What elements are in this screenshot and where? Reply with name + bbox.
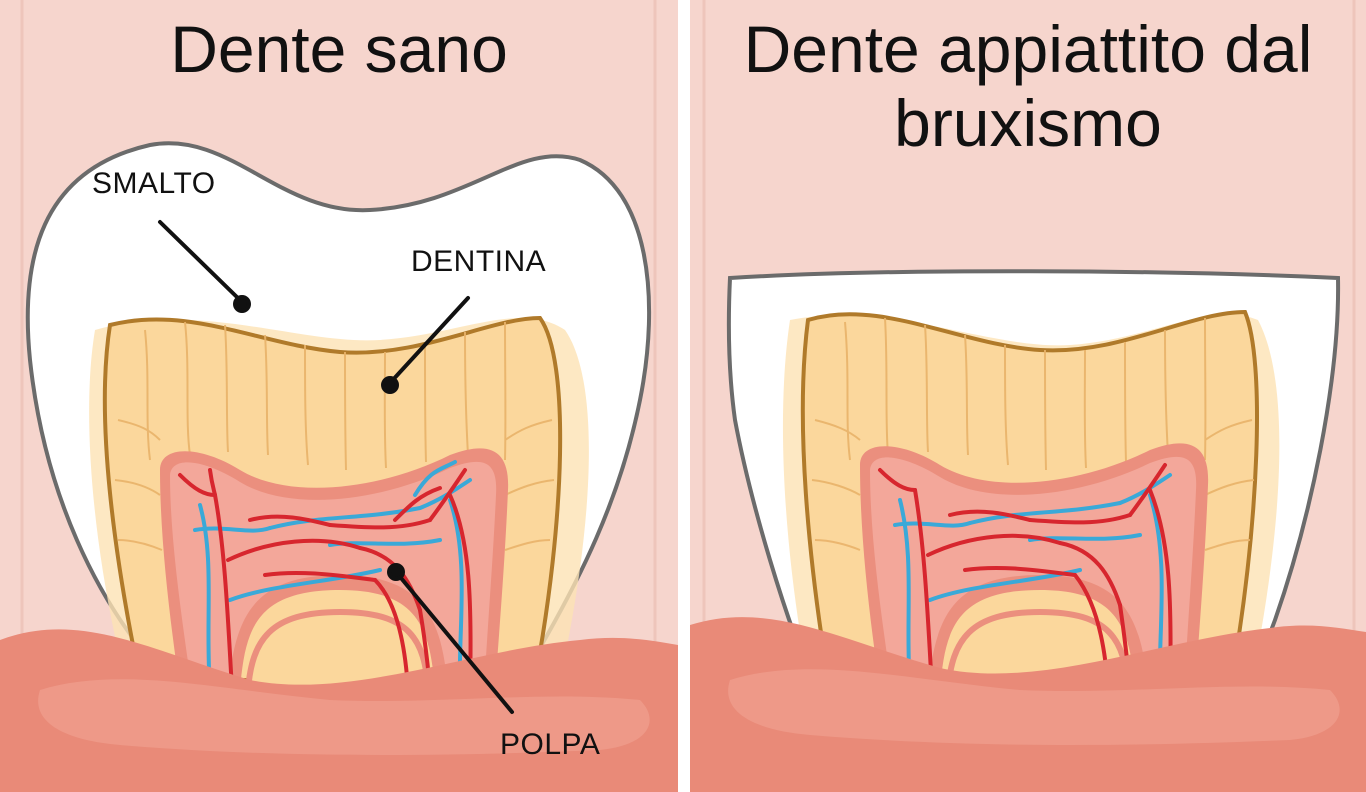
pulp-leader-line [394, 570, 514, 714]
leader-lines [158, 220, 514, 714]
dentin-leader-line [388, 296, 470, 385]
pulp-label: POLPA [500, 728, 601, 761]
healthy-tooth-panel [0, 0, 678, 792]
flattened-tooth-title: Dente appiattito dal bruxismo [743, 12, 1313, 160]
flattened-tooth-panel [690, 0, 1366, 792]
enamel-label: SMALTO [92, 167, 216, 200]
panel-divider [678, 0, 690, 792]
enamel-leader-line [158, 220, 244, 304]
healthy-tooth-title: Dente sano [170, 12, 508, 86]
dentin-label: DENTINA [411, 245, 547, 278]
